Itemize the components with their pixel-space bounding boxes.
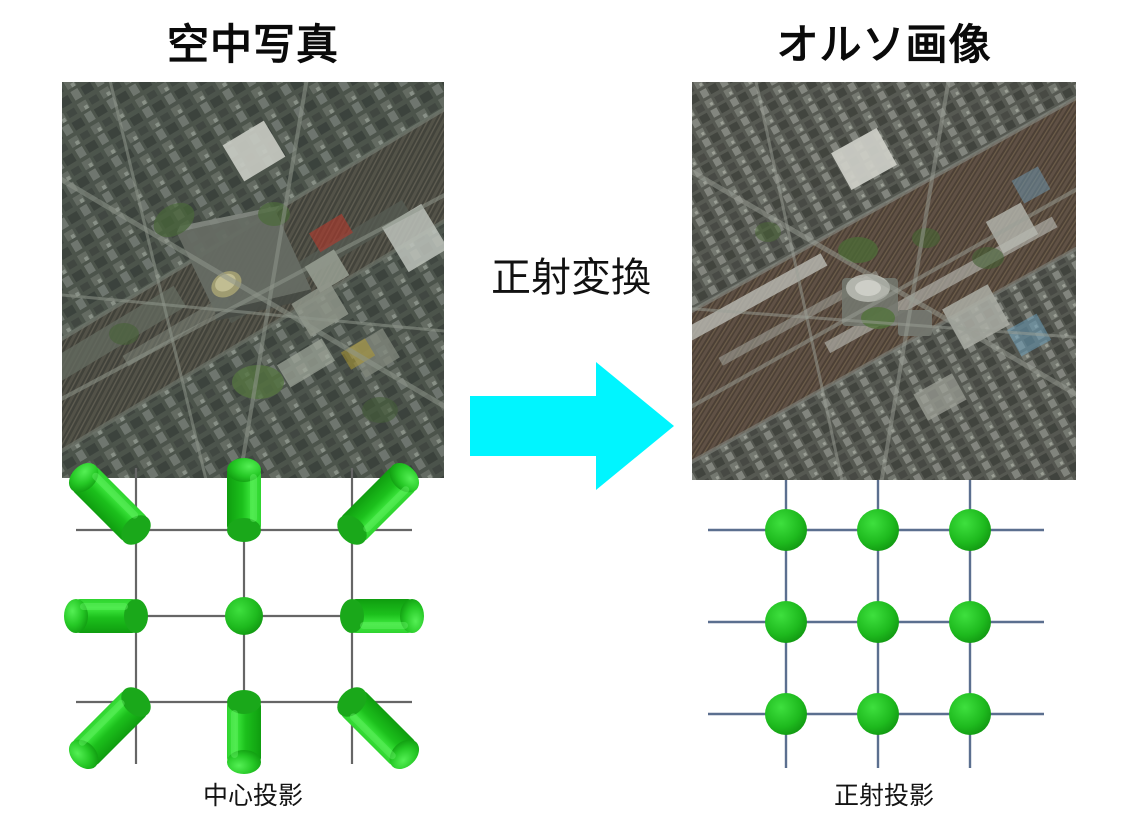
top-right-cylinder bbox=[331, 457, 425, 551]
caption-orthographic-projection: 正射投影 bbox=[833, 782, 934, 810]
top-center-cylinder bbox=[227, 458, 261, 542]
middle-right-cylinder bbox=[340, 599, 424, 633]
top-left-dot bbox=[765, 509, 807, 551]
caption-central-projection: 中心投影 bbox=[202, 782, 303, 810]
bottom-center-dot bbox=[857, 693, 899, 735]
bottom-left-cylinder bbox=[63, 681, 157, 775]
middle-left-cylinder bbox=[64, 599, 148, 633]
page-title-aerial-photo: 空中写真 bbox=[166, 21, 339, 68]
ortho-image bbox=[692, 82, 1076, 480]
bottom-right-cylinder bbox=[331, 681, 425, 775]
bottom-center-cylinder bbox=[227, 690, 261, 774]
transform-label: 正射変換 bbox=[491, 256, 651, 300]
top-left-cylinder bbox=[63, 457, 157, 551]
top-center-dot bbox=[857, 509, 899, 551]
center-dot bbox=[225, 597, 263, 635]
aerial-photograph bbox=[62, 82, 444, 478]
page-title-ortho-image: オルソ画像 bbox=[776, 21, 992, 68]
bottom-right-dot bbox=[949, 693, 991, 735]
bottom-left-dot bbox=[765, 693, 807, 735]
central-projection-grid bbox=[58, 457, 430, 775]
top-right-dot bbox=[949, 509, 991, 551]
middle-center-dot bbox=[857, 601, 899, 643]
middle-left-dot bbox=[765, 601, 807, 643]
right-arrow-icon bbox=[468, 360, 676, 492]
middle-right-dot bbox=[949, 601, 991, 643]
orthographic-projection-grid bbox=[688, 480, 1060, 772]
